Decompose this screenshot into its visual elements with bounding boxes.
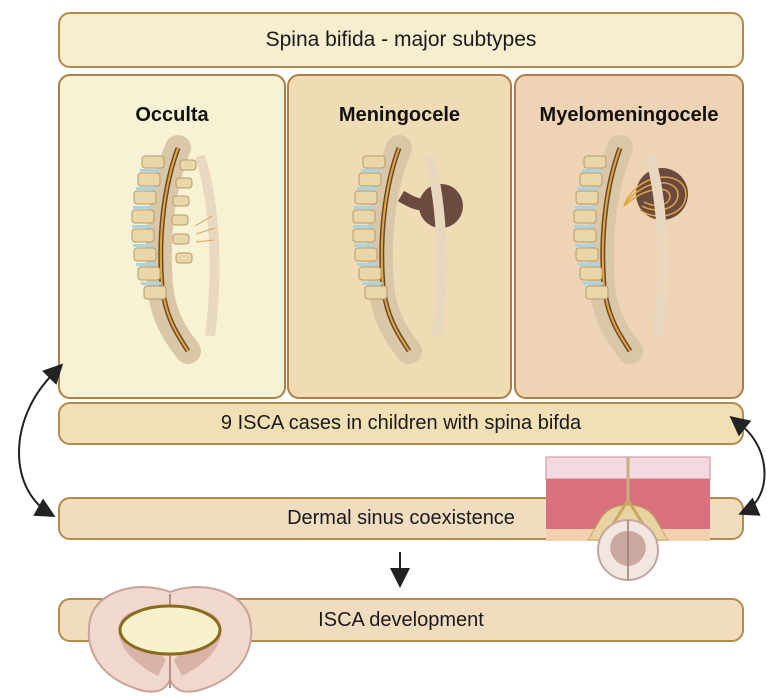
spinal-cord-cross-section-illustration: [89, 587, 251, 692]
dermal-sinus-illustration: [546, 457, 710, 580]
right-double-arrow: [742, 426, 765, 513]
left-double-arrow: [19, 375, 52, 515]
